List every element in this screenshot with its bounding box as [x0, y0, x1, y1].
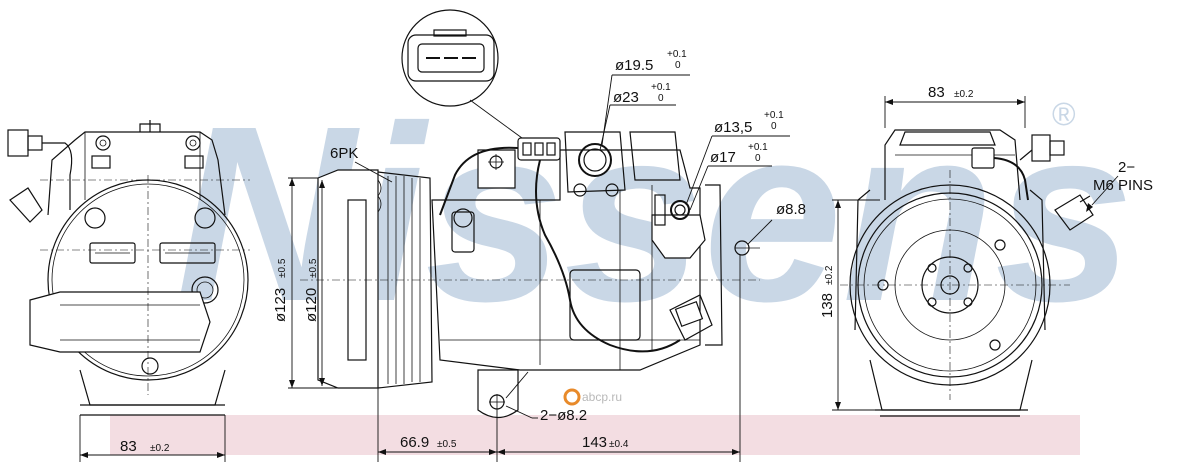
- pins-spec-label: M6 PINS: [1093, 177, 1153, 194]
- pulley-to-mount-value: 66.9: [400, 434, 429, 451]
- rear-view: 83 ±0.2 138 ±0.2 2− M6 PINS: [819, 84, 1153, 417]
- belt-type-label: 6PK: [330, 145, 358, 162]
- front-width-value: 83: [120, 438, 137, 455]
- pulley-outer-value: ø123: [272, 288, 289, 322]
- port-small-1-label: ø13,5: [714, 119, 752, 136]
- port-large-1-tol-upper: +0.1: [667, 49, 687, 60]
- front-view: 83 ±0.2: [7, 120, 250, 462]
- connector-detail: [401, 9, 523, 139]
- mount-to-back-tolerance: ±0.4: [609, 439, 629, 450]
- pins-count-label: 2−: [1118, 159, 1135, 176]
- bottom-band: [110, 415, 1080, 455]
- pulley-to-mount-tolerance: ±0.5: [437, 439, 457, 450]
- port-small-1-tol-upper: +0.1: [764, 110, 784, 121]
- port-large-2-tol-lower: 0: [658, 93, 664, 104]
- port-small-2-tol-upper: +0.1: [748, 142, 768, 153]
- pulley-outer-tolerance: ±0.5: [277, 258, 288, 278]
- port-large-2-label: ø23: [613, 89, 639, 106]
- port-small-1-tol-lower: 0: [771, 121, 777, 132]
- port-large-2-tol-upper: +0.1: [651, 82, 671, 93]
- rear-height-value: 138: [819, 293, 836, 318]
- pulley-inner-value: ø120: [303, 288, 320, 322]
- side-hole-label: ø8.8: [776, 201, 806, 218]
- port-small-2-label: ø17: [710, 149, 736, 166]
- pulley-inner-tolerance: ±0.5: [308, 258, 319, 278]
- source-watermark: abcp.ru: [563, 388, 622, 406]
- mount-to-back-value: 143: [582, 434, 607, 451]
- port-small-2-tol-lower: 0: [755, 153, 761, 164]
- front-width-tolerance: ±0.2: [150, 443, 170, 454]
- source-text: abcp.ru: [582, 390, 622, 404]
- source-logo-icon: [563, 388, 581, 406]
- rear-width-tolerance: ±0.2: [954, 89, 974, 100]
- rear-width-value: 83: [928, 84, 945, 101]
- side-view: ø123 ±0.5 ø120 ±0.5 6PK ø19.5 +0.1 0 ø23…: [272, 49, 806, 462]
- port-large-1-label: ø19.5: [615, 57, 653, 74]
- port-large-1-tol-lower: 0: [675, 60, 681, 71]
- mount-holes-label: 2−ø8.2: [540, 407, 587, 424]
- rear-height-tolerance: ±0.2: [824, 265, 835, 285]
- watermark-registered: ®: [1052, 96, 1076, 132]
